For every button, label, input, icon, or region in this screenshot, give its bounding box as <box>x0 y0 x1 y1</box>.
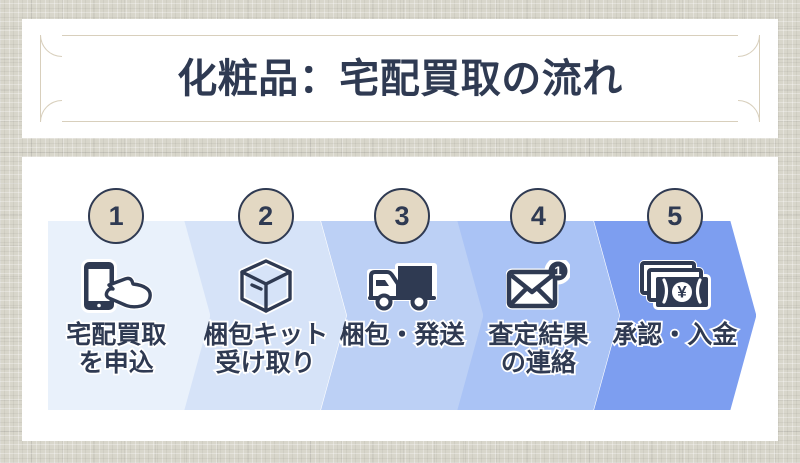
flow-step-label-line: 梱包・発送 <box>338 319 467 351</box>
header-card: 化粧品：宅配買取の流れ <box>22 19 778 138</box>
yen-banknotes-icon: ¥ <box>638 257 712 315</box>
smartphone-tap-icon <box>79 257 154 315</box>
flow-step-3: 3 梱包・発送 <box>320 188 484 410</box>
flow-step-content: 梱包キット受け取り <box>201 257 330 379</box>
svg-text:1: 1 <box>555 264 562 279</box>
flow-step-content: 宅配買取を申込 <box>48 257 184 379</box>
flow-step-label-line: を申込 <box>77 347 156 379</box>
flow-step-chevron-shape <box>593 221 756 410</box>
flow-step-label-line: の連絡 <box>499 347 578 379</box>
step-number-badge: 4 <box>510 188 567 244</box>
flow-step-label-line: 宅配買取 <box>64 319 168 351</box>
step-number-badge: 3 <box>373 188 430 244</box>
flow-step-label-line: 受け取り <box>214 347 318 379</box>
flow-step-chevron-shape <box>457 221 620 410</box>
flow-step-label-line: 梱包キット <box>201 319 330 351</box>
flow-step-label: 梱包キット受け取り <box>201 319 330 379</box>
flow-step-chevron-shape <box>184 221 347 410</box>
flow-step-label-line: 承認・入金 <box>611 319 740 351</box>
flow-step-content: 1 査定結果の連絡 <box>483 257 593 379</box>
flow-step-2: 2 梱包キット受け取り <box>184 188 347 410</box>
package-box-icon <box>237 257 295 315</box>
flow-card: 1 宅配買取を申込 2 梱包キット受け取り 3 <box>22 157 778 441</box>
flow-step-label: 宅配買取を申込 <box>64 319 168 379</box>
flow-step-label-line: 査定結果 <box>487 319 591 351</box>
flow-step-4: 4 1 査定結果の連絡 <box>457 188 620 410</box>
step-number-badge: 2 <box>237 188 294 244</box>
delivery-truck-icon <box>366 257 437 315</box>
flow-step-5: 5 ¥ 承認・入金 <box>593 188 756 410</box>
flow-step-label: 梱包・発送 <box>338 319 467 351</box>
envelope-notification-icon: 1 <box>506 257 571 315</box>
flow-step-label: 査定結果の連絡 <box>487 319 591 379</box>
step-number-badge: 5 <box>646 188 703 244</box>
flow-step-label: 承認・入金 <box>611 319 740 351</box>
process-flow: 1 宅配買取を申込 2 梱包キット受け取り 3 <box>48 188 756 410</box>
header-decorative-frame: 化粧品：宅配買取の流れ <box>40 35 760 122</box>
page-title: 化粧品：宅配買取の流れ <box>177 56 623 101</box>
step-number-badge: 1 <box>88 188 145 244</box>
flow-step-content: ¥ 承認・入金 <box>611 257 739 351</box>
flow-step-1: 1 宅配買取を申込 <box>48 188 211 410</box>
flow-step-content: 梱包・発送 <box>338 257 466 351</box>
flow-step-chevron-shape <box>320 221 484 410</box>
svg-text:¥: ¥ <box>677 283 687 302</box>
